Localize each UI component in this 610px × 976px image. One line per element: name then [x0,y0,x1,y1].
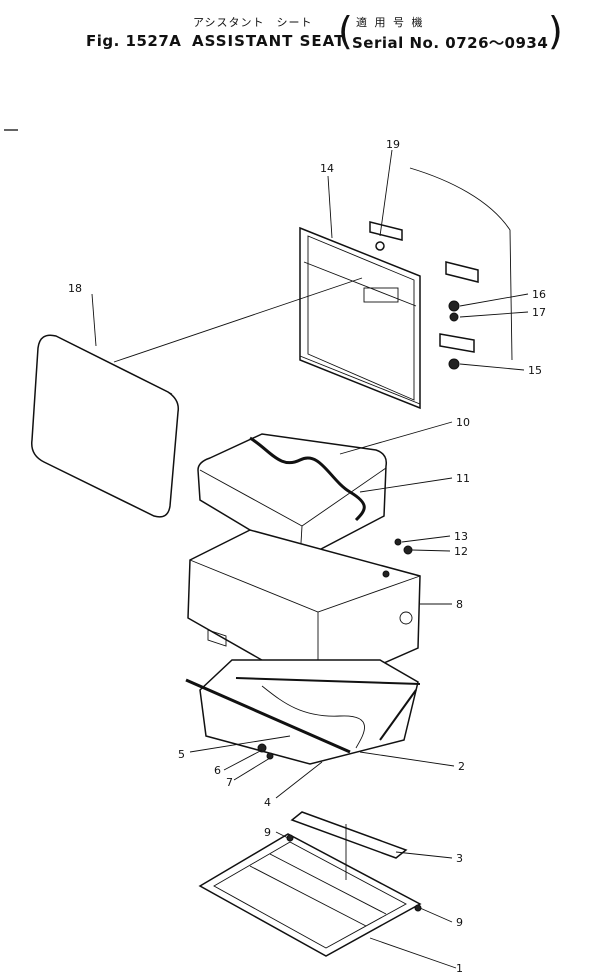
slide-rail-assembly [185,659,421,765]
back-frame [299,226,421,410]
callout-11: 11 [456,472,470,485]
callout-9b: 9 [456,916,463,929]
paren-open: ( [338,9,353,53]
floor-frame [198,833,422,957]
washer-13 [394,538,402,546]
callout-16: 16 [532,288,546,301]
seat-cushion [197,433,388,561]
screw-12 [403,545,413,555]
callout-7: 7 [226,776,233,789]
callout-2: 2 [458,760,465,773]
wiring-harness [249,436,366,522]
callout-9a: 9 [264,826,271,839]
mounting-bracket [369,221,479,353]
serial-range: Serial No. 0726～0934 [352,34,549,52]
callout-1: 1 [456,962,463,975]
callout-18: 18 [68,282,82,295]
serial-label-japanese: 適 用 号 機 [356,16,425,29]
callout-14: 14 [320,162,334,175]
leader-lines [91,149,529,969]
callout-17: 17 [532,306,546,319]
callout-10: 10 [456,416,470,429]
bolt-6 [257,743,267,753]
nut-16 [448,300,460,312]
callout-15: 15 [528,364,542,377]
washer-7 [266,752,274,760]
floor-strip [290,811,408,859]
bolt-15 [448,358,460,370]
washer-17 [449,312,459,322]
callout-4: 4 [264,796,271,809]
callout-19: 19 [386,138,400,151]
callout-8: 8 [456,598,463,611]
callout-13: 13 [454,530,468,543]
callout-3: 3 [456,852,463,865]
callout-5: 5 [178,748,185,761]
callout-6: 6 [214,764,221,777]
paren-close: ) [548,9,563,53]
title-japanese: アシスタント シート [193,16,313,29]
title-english: ASSISTANT SEAT [192,32,346,50]
figure-number: Fig. 1527A [86,32,182,50]
callout-12: 12 [454,545,468,558]
cab-frame-edge [409,167,513,361]
back-cushion [31,334,180,518]
